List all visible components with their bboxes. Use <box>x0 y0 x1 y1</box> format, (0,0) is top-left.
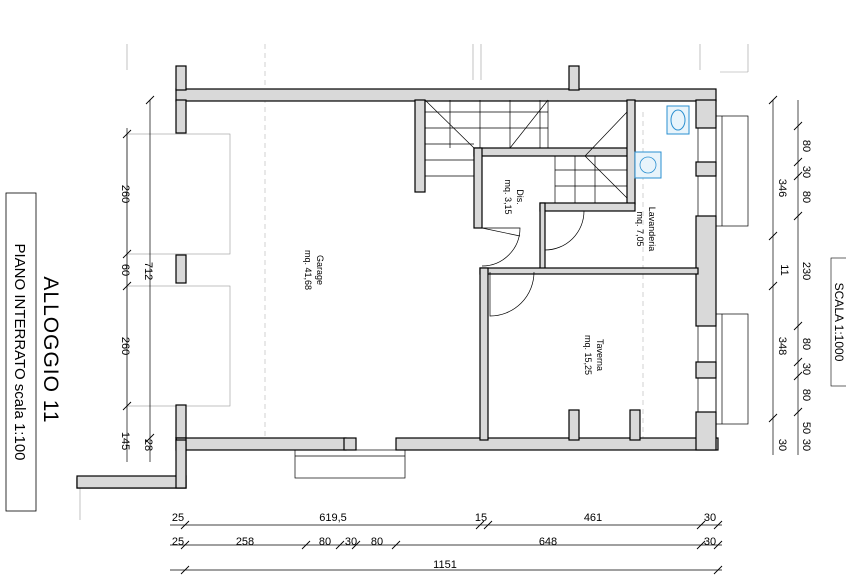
fixtures <box>634 105 690 179</box>
room-area-dis: mq. 3,15 <box>503 179 513 214</box>
scale-label-box: SCALA 1:1000 <box>830 257 846 387</box>
windows <box>294 115 749 479</box>
dim-l-0: 260 <box>119 185 131 203</box>
dim-l-3: 145 <box>119 432 131 450</box>
dim-b1-2: 15 <box>475 512 487 524</box>
dim-ro-0: 346 <box>776 179 788 197</box>
dimension-texts-right: 80 30 80 11 80 30 80 50 30 346 230 348 3… <box>776 140 812 451</box>
dim-b1-4: 30 <box>704 512 716 524</box>
dim-ro-3: 30 <box>776 439 788 451</box>
dim-b1-1: 619,5 <box>319 512 347 524</box>
dim-b1-0: 25 <box>172 512 184 524</box>
room-name-lavanderia: Lavanderia <box>647 207 657 252</box>
room-name-garage: Garage <box>315 255 325 285</box>
dimension-texts-bottom: 25 619,5 15 461 30 25 258 80 30 80 648 3… <box>172 512 716 571</box>
dim-b2-4: 80 <box>371 536 383 548</box>
dim-r-6: 80 <box>800 389 812 401</box>
dim-ro-1: 230 <box>800 262 812 280</box>
dimension-lines-left <box>122 95 155 462</box>
dim-b2-3: 30 <box>345 536 357 548</box>
dimension-texts-left: 260 60 260 145 712 28 <box>119 185 154 451</box>
room-name-dis: Dis. <box>515 189 525 205</box>
title-level: PIANO INTERRATO scala 1:100 <box>11 243 28 460</box>
doors <box>481 210 585 317</box>
room-name-taverna: Taverna <box>595 339 605 371</box>
dim-l-2: 260 <box>119 337 131 355</box>
dim-li-1: 28 <box>142 439 154 451</box>
room-area-lavanderia: mq. 7,05 <box>635 211 645 246</box>
room-area-taverna: mq. 15,25 <box>583 335 593 375</box>
dimension-lines-bottom <box>170 520 723 575</box>
walls <box>76 65 719 489</box>
room-label-dis: Dis. mq. 3,15 <box>503 179 525 214</box>
dim-b2-1: 258 <box>236 536 254 548</box>
room-label-lavanderia: Lavanderia mq. 7,05 <box>635 207 657 252</box>
dim-r-0: 80 <box>800 140 812 152</box>
title-block: ALLOGGIO 11 PIANO INTERRATO scala 1:100 <box>5 192 62 512</box>
room-label-garage: Garage mq. 41,68 <box>303 250 325 290</box>
dim-b2-0: 25 <box>172 536 184 548</box>
dim-r-7: 50 <box>800 422 812 434</box>
dim-r-3: 11 <box>778 264 790 275</box>
dim-r-2: 80 <box>800 191 812 203</box>
room-label-taverna: Taverna mq. 15,25 <box>583 335 605 375</box>
dim-r-8: 30 <box>800 439 812 451</box>
dim-l-1: 60 <box>119 264 131 276</box>
dim-r-1: 30 <box>800 166 812 178</box>
dimension-lines-right <box>768 95 803 455</box>
title-unit: ALLOGGIO 11 <box>39 276 62 423</box>
dim-r-5: 30 <box>800 363 812 375</box>
scale-label: SCALA 1:1000 <box>832 283 846 362</box>
dim-b1-3: 461 <box>584 512 602 524</box>
dim-b2-6: 30 <box>704 536 716 548</box>
dim-total: 1151 <box>433 559 457 571</box>
dim-li-0: 712 <box>142 262 154 280</box>
dim-b2-5: 648 <box>539 536 557 548</box>
dim-b2-2: 80 <box>319 536 331 548</box>
room-area-garage: mq. 41,68 <box>303 250 313 290</box>
dim-ro-2: 348 <box>776 337 788 355</box>
stair <box>424 99 628 203</box>
dim-r-4: 80 <box>800 338 812 350</box>
